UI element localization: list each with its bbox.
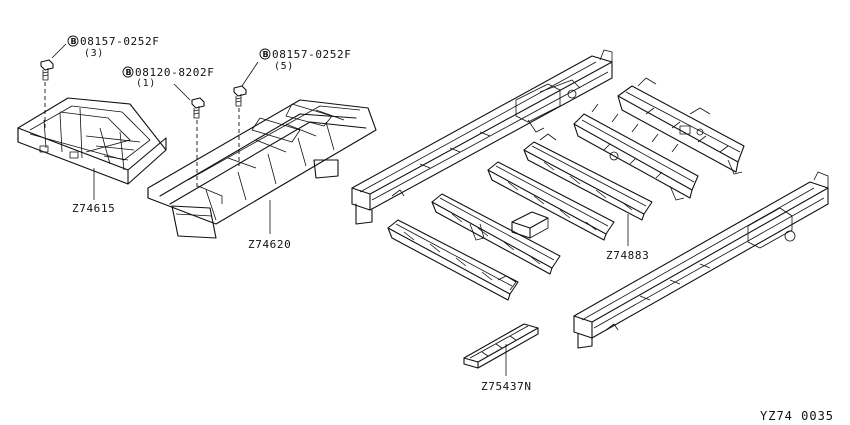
bolt-icon: [40, 59, 54, 81]
part-z74620-drawing[interactable]: [147, 99, 377, 239]
diagram-code: YZ74 0035: [760, 409, 834, 423]
badge-circle: [67, 35, 79, 47]
fastener-quantity: (3): [84, 48, 104, 59]
leader-line: [241, 61, 259, 87]
badge-letter: B: [263, 50, 269, 59]
lower-side-member-drawing[interactable]: [573, 171, 829, 349]
badge-circle: [122, 66, 134, 78]
fastener-callout[interactable]: B 08120-8202F (1): [122, 66, 214, 89]
cross-member-drawing[interactable]: [617, 77, 745, 175]
fastener-callout[interactable]: B 08157-0252F (5): [259, 48, 351, 72]
part-label[interactable]: Z74620: [248, 238, 291, 251]
cross-member-drawing[interactable]: [387, 219, 519, 301]
badge-letter: B: [71, 37, 77, 46]
fastener-part-number: 08120-8202F: [135, 66, 214, 79]
cross-member-drawing[interactable]: [487, 161, 615, 241]
upper-side-member-drawing[interactable]: [351, 49, 613, 225]
badge-circle: [259, 48, 271, 60]
bracket-drawing[interactable]: [511, 211, 549, 239]
part-z74615-drawing[interactable]: [17, 97, 167, 185]
bolt-icon: [191, 97, 205, 119]
part-z75437n-drawing[interactable]: [463, 323, 539, 369]
leader-line: [51, 43, 67, 59]
bolt-icon: [233, 85, 247, 107]
part-label[interactable]: Z74883: [606, 249, 649, 262]
part-label[interactable]: Z74615: [72, 202, 115, 215]
cross-member-drawing[interactable]: [431, 193, 561, 275]
part-label[interactable]: Z75437N: [481, 380, 532, 393]
fastener-quantity: (1): [136, 78, 156, 89]
leader-line: [173, 83, 191, 101]
fastener-callout[interactable]: B 08157-0252F (3): [67, 35, 159, 59]
fastener-part-number: 08157-0252F: [80, 35, 159, 48]
part-z74883-drawing[interactable]: [523, 133, 653, 221]
fastener-part-number: 08157-0252F: [272, 48, 351, 61]
cross-member-drawing[interactable]: [573, 103, 699, 201]
badge-letter: B: [126, 68, 132, 77]
fastener-quantity: (5): [274, 61, 294, 72]
